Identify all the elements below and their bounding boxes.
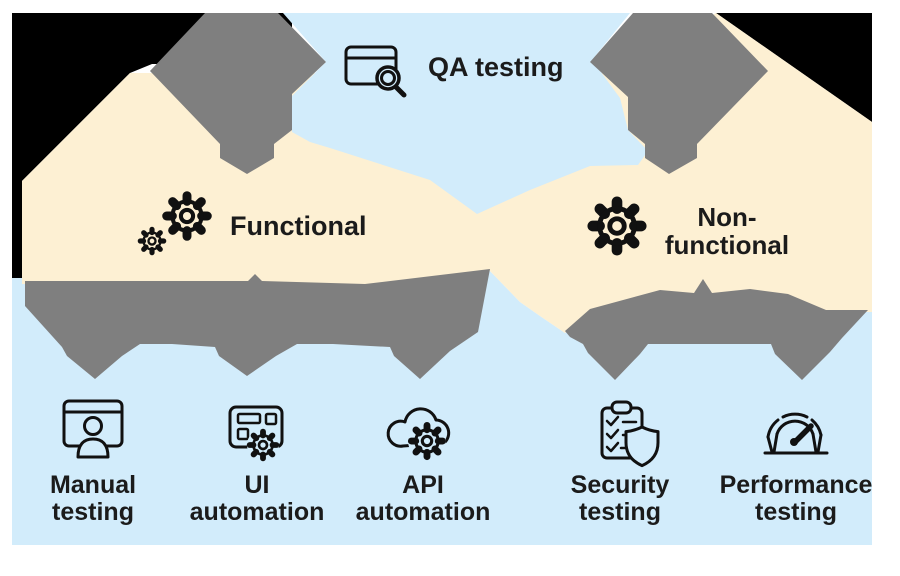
arrow-nonfunctional-to-leaves xyxy=(565,279,868,380)
nonfunctional-node-label: Non- functional xyxy=(647,203,807,259)
manual-testing-label: Manual testing xyxy=(23,472,163,526)
performance-text-line1: Performance xyxy=(719,471,873,499)
monitor-user-icon xyxy=(62,399,124,459)
functional-text: Functional xyxy=(230,211,367,241)
arrow-qa-to-functional xyxy=(150,13,326,174)
speedometer-icon xyxy=(763,412,829,455)
ui-text-line2: automation xyxy=(189,498,325,526)
qa-testing-text: QA testing xyxy=(428,52,564,82)
sky-top-region xyxy=(283,13,648,214)
cloud-gear-icon xyxy=(386,407,451,460)
api-text-line2: automation xyxy=(355,498,491,526)
arrow-qa-to-nonfunctional xyxy=(590,13,768,174)
root-node-label: QA testing xyxy=(428,53,598,82)
dashboard-gear-icon xyxy=(228,405,284,461)
security-text-line1: Security xyxy=(570,471,670,499)
api-text-line1: API xyxy=(402,471,444,499)
clipboard-shield-icon xyxy=(600,400,660,468)
functional-node-label: Functional xyxy=(230,212,390,241)
arrow-functional-to-leaves xyxy=(25,269,490,379)
performance-text-line2: testing xyxy=(755,498,837,526)
manual-text-line1: Manual xyxy=(49,471,137,499)
api-automation-label: API automation xyxy=(353,472,493,526)
nonfunctional-text-line2: functional xyxy=(664,230,790,260)
security-testing-label: Security testing xyxy=(550,472,690,526)
ui-automation-label: UI automation xyxy=(187,472,327,526)
performance-testing-label: Performance testing xyxy=(713,472,879,526)
browser-search-icon xyxy=(344,45,407,98)
ui-text-line1: UI xyxy=(244,471,270,499)
nonfunctional-text-line1: Non- xyxy=(697,202,757,232)
security-text-line2: testing xyxy=(579,498,661,526)
manual-text-line2: testing xyxy=(52,498,134,526)
